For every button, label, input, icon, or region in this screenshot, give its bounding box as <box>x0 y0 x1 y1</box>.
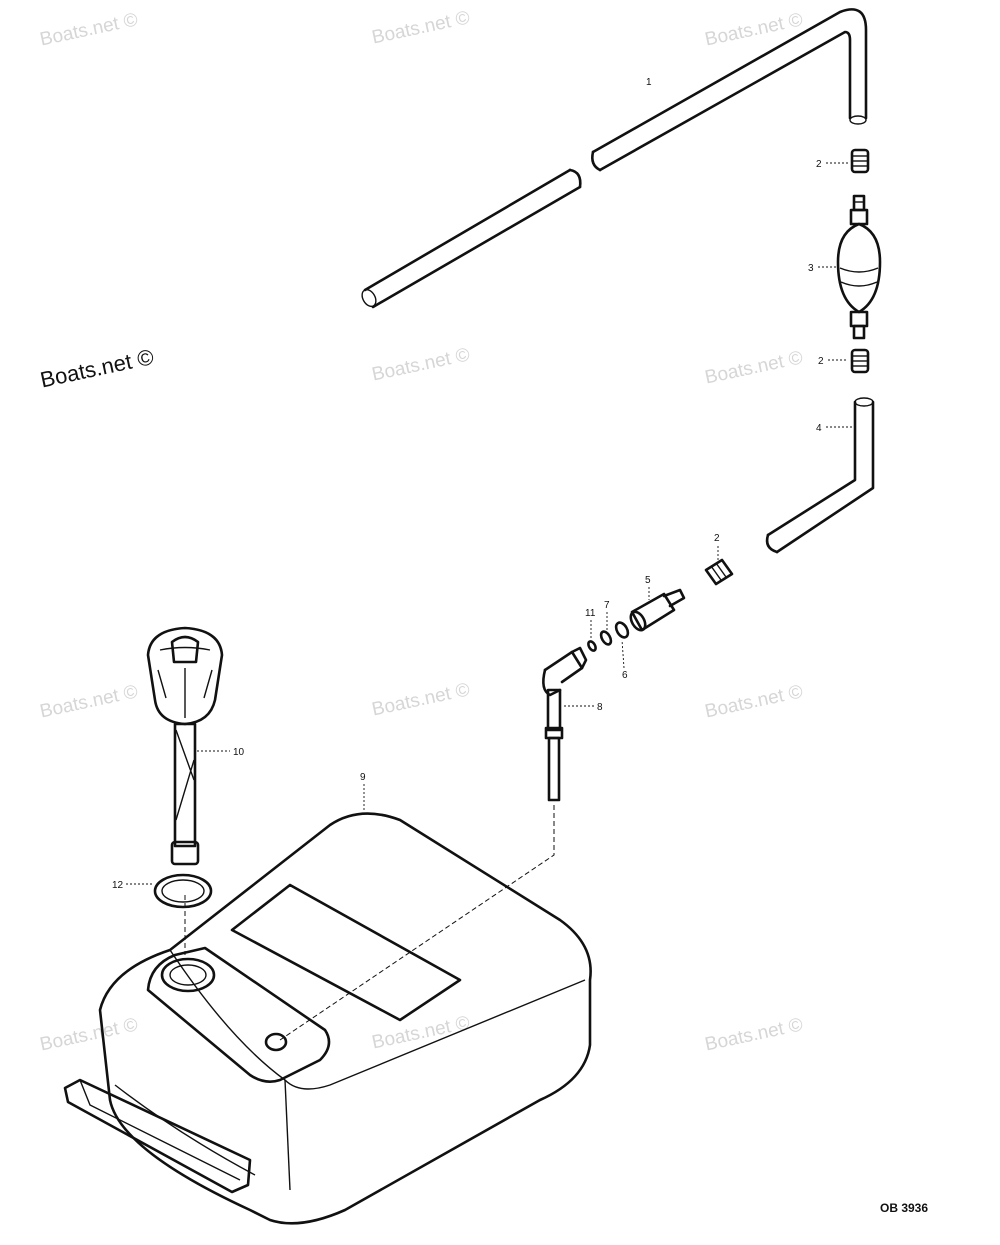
part-2-connector-lower <box>704 558 734 586</box>
callout-2-top: 2 <box>816 159 822 170</box>
callout-4: 4 <box>816 423 822 434</box>
callout-3: 3 <box>808 263 814 274</box>
callout-8: 8 <box>597 702 603 713</box>
part-10-fuel-gauge <box>146 626 224 866</box>
part-2-connector-middle <box>850 348 870 374</box>
callout-12: 12 <box>112 880 124 891</box>
part-5-fitting <box>629 588 686 632</box>
part-12-gasket <box>153 873 213 909</box>
callouts: 1 2 3 2 4 2 5 7 11 6 8 10 9 12 <box>112 77 852 891</box>
part-4-fuel-line <box>765 397 875 554</box>
callout-1: 1 <box>646 77 652 88</box>
part-6-7-o-rings <box>599 621 630 646</box>
callout-10: 10 <box>233 747 245 758</box>
callout-7: 7 <box>604 600 610 611</box>
callout-5: 5 <box>645 575 651 586</box>
part-3-primer-bulb <box>836 194 882 340</box>
part-9-fuel-tank <box>63 812 592 1225</box>
callout-11: 11 <box>585 608 596 619</box>
callout-9: 9 <box>360 772 366 783</box>
drawing-code: OB 3936 <box>880 1201 928 1215</box>
callout-2-lower: 2 <box>714 533 720 544</box>
part-8-pickup-tube <box>279 646 588 1041</box>
part-2-connector-top <box>850 148 870 174</box>
part-1-fuel-hose <box>361 8 868 309</box>
callout-6: 6 <box>622 670 628 681</box>
callout-2-middle: 2 <box>818 356 824 367</box>
part-11-seal <box>587 640 597 652</box>
